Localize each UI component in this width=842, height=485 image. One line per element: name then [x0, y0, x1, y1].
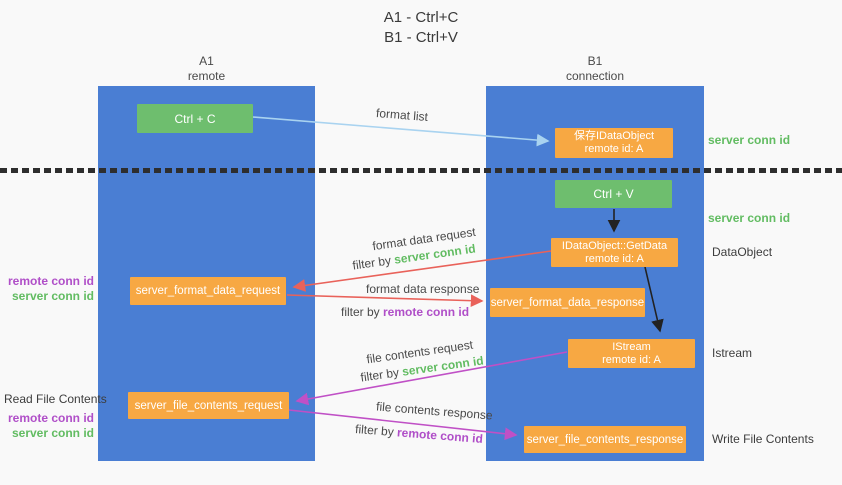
- node-ctrl-v-label: Ctrl + V: [593, 187, 634, 201]
- label-format-data-response-filter: filter by remote conn id: [341, 305, 469, 319]
- node-idataobject-getdata: IDataObject::GetData remote id: A: [551, 238, 678, 267]
- node-server-format-data-request-label: server_format_data_request: [135, 285, 281, 297]
- lane-a1-role: remote: [187, 69, 226, 83]
- lane-a1-name: A1: [199, 54, 214, 68]
- node-server-format-data-response: server_format_data_response: [490, 288, 645, 317]
- lane-b1-role: connection: [565, 69, 625, 83]
- node-server-file-contents-response: server_file_contents_response: [524, 426, 686, 453]
- label-format-data-response: format data response: [366, 282, 480, 296]
- left-read-file-contents-label: Read File Contents: [4, 392, 107, 406]
- node-save-idataobject: 保存IDataObject remote id: A: [555, 128, 673, 158]
- diagram-title: A1 - Ctrl+C B1 - Ctrl+V: [0, 8, 842, 48]
- right-server-conn-id-top: server conn id: [708, 133, 791, 147]
- title-line-1: A1 - Ctrl+C: [383, 9, 459, 26]
- left-server-conn-id-bottom: server conn id: [11, 426, 94, 440]
- node-save-idataobject-line2: remote id: A: [584, 143, 644, 155]
- filter-by-text: filter by: [359, 364, 404, 385]
- left-conn-id-stack-bottom: remote conn id server conn id: [6, 411, 94, 441]
- remote-conn-id-key: remote conn id: [396, 425, 484, 447]
- node-server-file-contents-response-label: server_file_contents_response: [526, 433, 684, 446]
- left-conn-id-stack-mid: remote conn id server conn id: [6, 274, 94, 304]
- right-dataobject-label: DataObject: [712, 245, 773, 259]
- right-write-file-contents-label: Write File Contents: [712, 432, 814, 446]
- right-server-conn-id-mid: server conn id: [708, 211, 791, 225]
- node-server-format-data-response-label: server_format_data_response: [490, 296, 645, 309]
- session-divider: [0, 168, 842, 173]
- node-server-format-data-request: server_format_data_request: [130, 277, 286, 305]
- node-save-idataobject-line1: 保存IDataObject: [573, 130, 655, 142]
- node-server-file-contents-request: server_file_contents_request: [128, 392, 289, 419]
- node-idataobject-getdata-line2: remote id: A: [585, 252, 644, 265]
- node-istream: IStream remote id: A: [568, 339, 695, 368]
- node-ctrl-v: Ctrl + V: [555, 180, 672, 208]
- lane-b1-header: B1 connection: [486, 54, 704, 84]
- left-remote-conn-id-bottom: remote conn id: [7, 411, 94, 425]
- node-ctrl-c: Ctrl + C: [137, 104, 253, 133]
- node-istream-line1: IStream: [612, 340, 651, 353]
- label-file-contents-response-filter: filter by remote conn id: [355, 422, 484, 446]
- node-ctrl-c-label: Ctrl + C: [174, 111, 216, 126]
- label-format-list: format list: [375, 105, 429, 125]
- title-line-2: B1 - Ctrl+V: [384, 29, 458, 46]
- filter-by-text: filter by: [341, 305, 384, 319]
- node-server-file-contents-request-label: server_file_contents_request: [134, 399, 283, 412]
- lane-b1-name: B1: [587, 54, 603, 68]
- remote-conn-id-key: remote conn id: [383, 305, 470, 319]
- right-istream-label: Istream: [712, 346, 753, 360]
- filter-by-text: filter by: [351, 252, 396, 273]
- left-server-conn-id-mid: server conn id: [11, 289, 94, 303]
- label-file-contents-response: file contents response: [375, 399, 494, 423]
- filter-by-text: filter by: [354, 421, 398, 440]
- lane-a1-header: A1 remote: [98, 54, 315, 84]
- left-remote-conn-id-mid: remote conn id: [7, 274, 94, 288]
- node-istream-line2: remote id: A: [602, 353, 661, 366]
- node-idataobject-getdata-line1: IDataObject::GetData: [561, 239, 668, 252]
